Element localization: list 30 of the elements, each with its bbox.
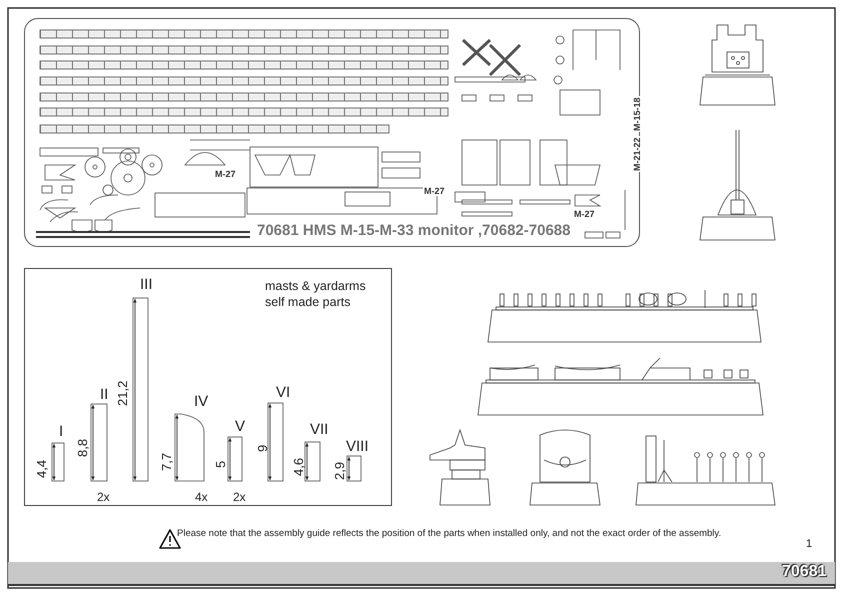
- assembly-note: Please note that the assembly guide reflects the position of the parts when installed only, and not the exact order of the assembly.: [177, 529, 722, 538]
- fret-title: 70681 HMS M-15-M-33 monitor ,70682-70688: [256, 223, 572, 238]
- dimension-label: 2,9: [333, 462, 346, 480]
- part-numeral: I: [59, 424, 64, 439]
- panel-heading: masts & yardarms self made parts: [265, 279, 367, 310]
- part-numeral: VII: [310, 422, 328, 437]
- dimension-label: 4,4: [35, 460, 48, 478]
- part-numeral: III: [140, 277, 153, 292]
- dimension-label: 8,8: [76, 438, 89, 457]
- part-marking: M-21-22: [633, 136, 642, 172]
- part-marking: M-15-18: [633, 96, 642, 132]
- quantity-label: 2x: [233, 491, 246, 503]
- dimension-label: 5: [214, 460, 227, 468]
- quantity-label: 4x: [195, 491, 208, 503]
- dimension-label: 7,7: [160, 452, 173, 471]
- part-marking: M-27: [214, 170, 237, 179]
- dimension-label: 4,6: [292, 458, 305, 476]
- quantity-label: 2x: [97, 491, 110, 503]
- part-numeral: II: [100, 387, 108, 402]
- part-numeral: VIII: [346, 439, 369, 454]
- dimension-label: 21,2: [116, 380, 129, 406]
- masts-panel: [24, 268, 392, 506]
- part-numeral: V: [235, 419, 246, 434]
- dimension-label: 9: [256, 444, 269, 452]
- part-marking: M-27: [423, 187, 446, 196]
- part-numeral: VI: [276, 385, 290, 400]
- kit-number: 70681: [782, 564, 826, 580]
- part-marking: M-27: [573, 210, 596, 219]
- page-number: 1: [806, 539, 812, 550]
- part-numeral: IV: [194, 394, 208, 409]
